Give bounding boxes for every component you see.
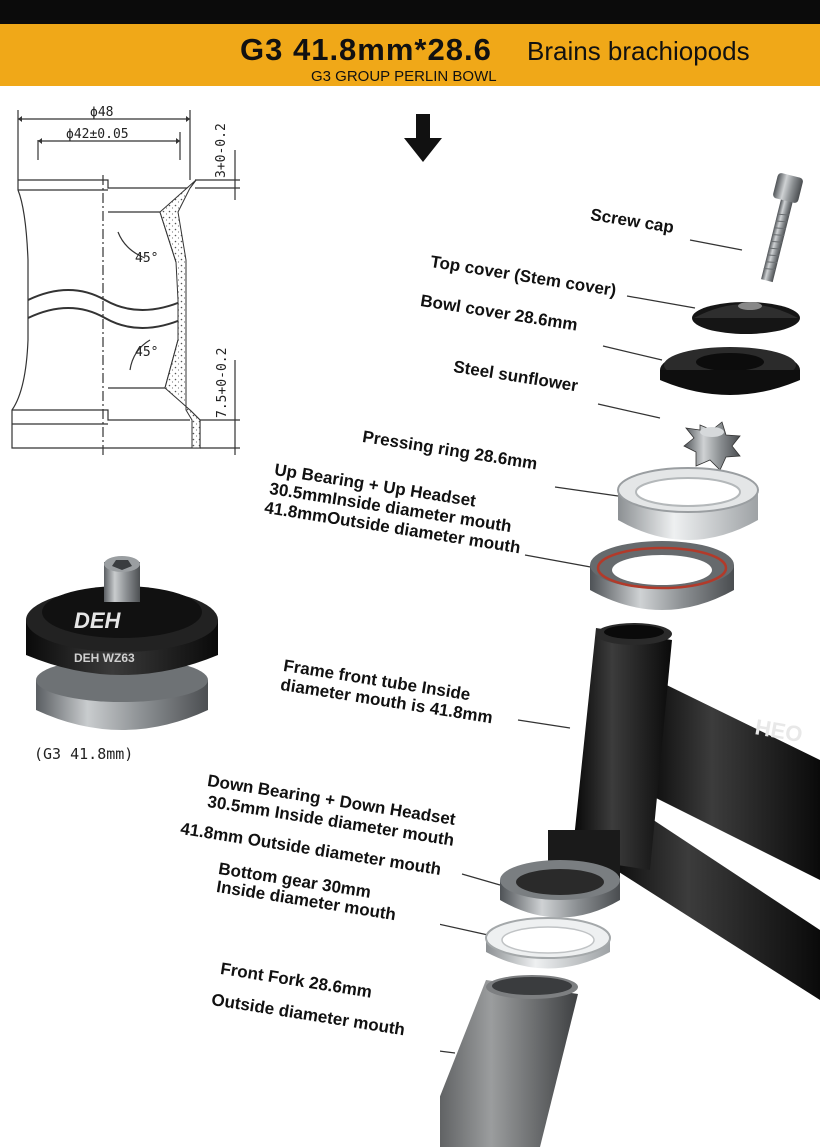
title-banner: G3 41.8mm*28.6 Brains brachiopods G3 GRO…: [0, 24, 820, 86]
brand-side: DEH WZ63: [74, 651, 135, 665]
crown-race-part: [485, 917, 611, 969]
pressing-ring-part: [617, 467, 759, 540]
exploded-parts: HEO: [440, 173, 820, 1147]
technical-drawing: ϕ48 ϕ42±0.05 45° 45° 3+0-0.2 7.5+0-0.2: [11, 105, 240, 455]
upper-bearing-part: [590, 541, 734, 610]
fork-steerer-part: [440, 975, 578, 1147]
lower-bearing-part: [500, 860, 620, 918]
product-caption: (G3 41.8mm): [34, 745, 134, 763]
down-arrow-icon: [404, 114, 442, 162]
screw-part: [761, 173, 803, 283]
banner-group: G3 GROUP PERLIN BOWL: [311, 68, 497, 85]
angle-bottom: 45°: [135, 345, 158, 360]
top-cover-part: [692, 302, 800, 334]
dim-top-height: 3+0-0.2: [214, 123, 229, 178]
dim-inner-diameter: ϕ42±0.05: [66, 127, 129, 142]
assembled-headset: DEH DEH WZ63: [26, 556, 218, 730]
bowl-cover-part: [660, 347, 800, 395]
banner-subtitle: Brains brachiopods: [527, 36, 750, 66]
brand-top: DEH: [74, 608, 122, 633]
dim-outer-diameter: ϕ48: [90, 105, 113, 120]
angle-top: 45°: [135, 251, 158, 266]
bike-frame: HEO: [548, 623, 820, 1000]
label-fork-2: Outside diameter mouth: [210, 990, 407, 1040]
dim-bottom-height: 7.5+0-0.2: [215, 348, 230, 418]
top-bar: [0, 0, 820, 24]
star-nut-part: [683, 421, 741, 471]
banner-title: G3 41.8mm*28.6: [240, 32, 492, 67]
